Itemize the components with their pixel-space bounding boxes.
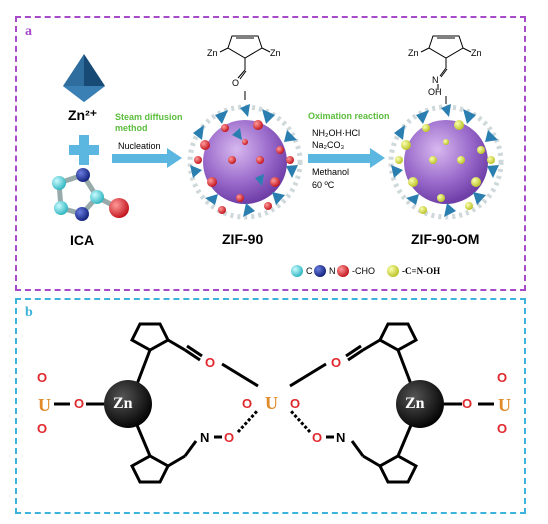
- o-carbonyl-left: O: [205, 355, 216, 370]
- o-right-bridge: O: [462, 396, 473, 411]
- o-left-top: O: [37, 370, 48, 385]
- u-oxo-left: O: [242, 396, 253, 411]
- o-left-bottom: O: [37, 421, 48, 436]
- zn-right-ball: [396, 380, 444, 428]
- legend-n-ball: [314, 265, 326, 277]
- ica-label: ICA: [70, 232, 95, 248]
- u-left: U: [38, 395, 51, 415]
- panel-a-label: a: [25, 24, 32, 39]
- step2-solvent: Methanol: [312, 167, 350, 177]
- legend-c-ball: [291, 265, 303, 277]
- ligand2-zn-left: Zn: [408, 48, 419, 58]
- zif90-label: ZIF-90: [222, 231, 264, 247]
- o-left-bridge: O: [74, 396, 85, 411]
- u-oxo-right: O: [290, 396, 301, 411]
- n-oxime-left: N: [200, 430, 210, 445]
- u-center: U: [265, 393, 278, 413]
- zif90-structure-image: [187, 104, 303, 220]
- uranyl-complex-structure: [54, 322, 494, 484]
- step2-title: Oximation reaction: [308, 111, 390, 121]
- step2-reagent1: NH₂OH·HCl: [312, 128, 360, 138]
- ligand2-zn-right: Zn: [471, 48, 482, 58]
- ligand1-zn-right: Zn: [270, 48, 281, 58]
- ligand2-n: N: [432, 75, 439, 85]
- step1-title-1: Steam diffusion: [115, 112, 183, 122]
- panel-a: [15, 16, 526, 291]
- o-right-bottom: O: [497, 421, 508, 436]
- u-right: U: [498, 395, 511, 415]
- legend-cho: -CHO: [352, 266, 375, 276]
- legend-c: C: [306, 266, 313, 276]
- step1-subtitle: Nucleation: [118, 141, 161, 151]
- zif90-ligand-structure: [219, 35, 271, 100]
- ica-molecule-icon: [52, 168, 129, 221]
- zn-tetrahedron-icon: [63, 54, 105, 102]
- legend-n: N: [329, 266, 336, 276]
- panel-b-label: b: [25, 305, 33, 320]
- n-oxime-right: N: [336, 430, 346, 445]
- arrow-right-icon-2: [308, 148, 385, 168]
- zn-ion-label: Zn²⁺: [68, 107, 98, 123]
- step1-title-2: method: [115, 123, 148, 133]
- ligand1-o: O: [232, 78, 240, 88]
- legend-oxime: -C=N-OH: [402, 266, 441, 276]
- panel-b: [15, 298, 526, 514]
- step2-reagent2: Na₂CO₃: [312, 140, 345, 150]
- o-carbonyl-right: O: [331, 355, 342, 370]
- legend-cho-ball: [337, 265, 349, 277]
- zn-right-text: Zn: [405, 395, 425, 412]
- zif90om-structure-image: [388, 104, 504, 220]
- ligand2-oh: OH: [428, 87, 442, 97]
- plus-icon: [69, 135, 99, 165]
- zn-left-ball: [104, 380, 152, 428]
- zif90om-ligand-structure: [420, 35, 472, 104]
- legend-oxime-ball: [387, 265, 399, 277]
- arrow-right-icon-1: [112, 148, 182, 168]
- step2-temperature: 60 ºC: [312, 180, 335, 190]
- o-oxime-left: O: [224, 430, 235, 445]
- o-right-top: O: [497, 370, 508, 385]
- zn-left-text: Zn: [113, 395, 133, 412]
- o-oxime-right: O: [312, 430, 323, 445]
- ligand1-zn-left: Zn: [207, 48, 218, 58]
- zif90om-label: ZIF-90-OM: [411, 231, 480, 247]
